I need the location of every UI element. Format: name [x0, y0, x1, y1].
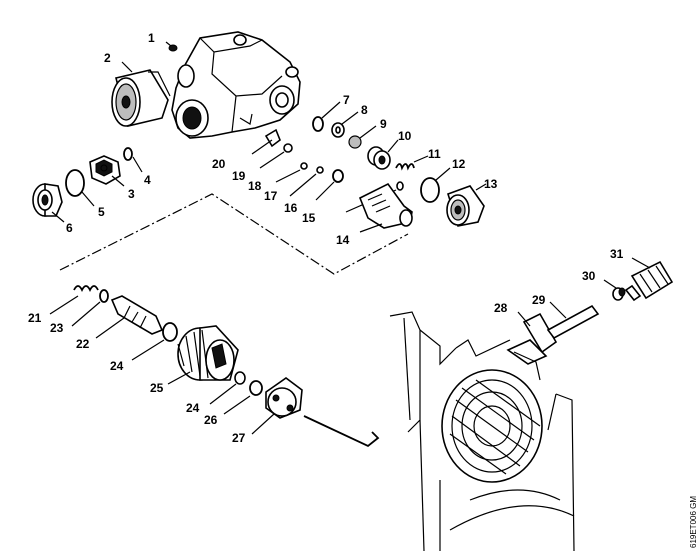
- label-part-26: 26: [204, 413, 218, 427]
- part-23-o-ring: [99, 289, 109, 303]
- label-part-14: 14: [336, 233, 350, 247]
- label-part-2: 2: [104, 51, 111, 65]
- part-11-spring: [395, 163, 415, 171]
- label-part-13: 13: [484, 177, 498, 191]
- group-boundary-line: [59, 193, 409, 275]
- label-part-25: 25: [150, 381, 164, 395]
- label-part-18: 18: [248, 179, 262, 193]
- label-part-17: 17: [264, 189, 278, 203]
- part-28-bracket: [506, 312, 558, 365]
- part-15-o-ring: [396, 181, 404, 191]
- label-part-31: 31: [610, 247, 624, 261]
- label-part-20: 20: [212, 157, 226, 171]
- part-1-screw: [165, 41, 178, 52]
- label-part-19: 19: [232, 169, 246, 183]
- part-26-o-ring: [249, 380, 263, 396]
- pump-housing: [171, 31, 301, 139]
- label-part-6: 6: [66, 221, 73, 235]
- part-9-valve-disc: [348, 135, 362, 149]
- part-30-collar: [612, 287, 626, 301]
- label-part-30: 30: [582, 269, 596, 283]
- label-part-24-upper: 24: [110, 359, 124, 373]
- label-part-8: 8: [361, 103, 368, 117]
- part-24-washer-lower: [234, 371, 246, 385]
- part-7-o-ring: [312, 116, 324, 132]
- part-27-cap: [265, 377, 303, 419]
- label-part-1: 1: [148, 31, 155, 45]
- label-part-5: 5: [98, 205, 105, 219]
- hex-key: [303, 415, 380, 448]
- label-part-27: 27: [232, 431, 246, 445]
- part-22-valve-piston: [110, 295, 164, 335]
- label-part-3: 3: [128, 187, 135, 201]
- label-part-24-lower: 24: [186, 401, 200, 415]
- part-13-plug: [446, 185, 485, 227]
- label-part-9: 9: [380, 117, 387, 131]
- label-part-4: 4: [144, 173, 151, 187]
- part-21-spring: [73, 285, 99, 293]
- part-18-ball: [300, 162, 308, 170]
- label-part-28: 28: [494, 301, 508, 315]
- part-14-nipple: [358, 182, 413, 229]
- part-4-o-ring: [123, 147, 133, 161]
- label-part-23: 23: [50, 321, 64, 335]
- part-5-o-ring: [65, 169, 85, 197]
- label-part-15: 15: [302, 211, 316, 225]
- label-part-10: 10: [398, 129, 412, 143]
- label-part-7: 7: [343, 93, 350, 107]
- part-29-shaft: [546, 304, 600, 340]
- part-12-o-ring: [420, 177, 440, 203]
- document-code: 619ET006 GM: [689, 496, 698, 548]
- part-20-screw: [251, 128, 281, 155]
- part-3-valve-body: [89, 155, 125, 187]
- label-part-29: 29: [532, 293, 546, 307]
- label-part-12: 12: [452, 157, 466, 171]
- part-6-plug: [32, 183, 65, 223]
- unit-housing: [389, 311, 575, 551]
- part-10-valve-seat: [367, 146, 391, 170]
- label-part-22: 22: [76, 337, 90, 351]
- part-31-connector: [624, 260, 674, 302]
- part-17-ball: [316, 166, 324, 174]
- part-2-valve-cover: [111, 61, 171, 127]
- part-16-o-ring: [332, 169, 344, 183]
- label-part-16: 16: [284, 201, 298, 215]
- part-25-control-knob: [177, 325, 239, 381]
- label-part-11: 11: [428, 147, 441, 161]
- part-19-o-ring: [283, 143, 293, 153]
- label-part-21: 21: [28, 311, 42, 325]
- part-24-o-ring-upper: [162, 322, 178, 342]
